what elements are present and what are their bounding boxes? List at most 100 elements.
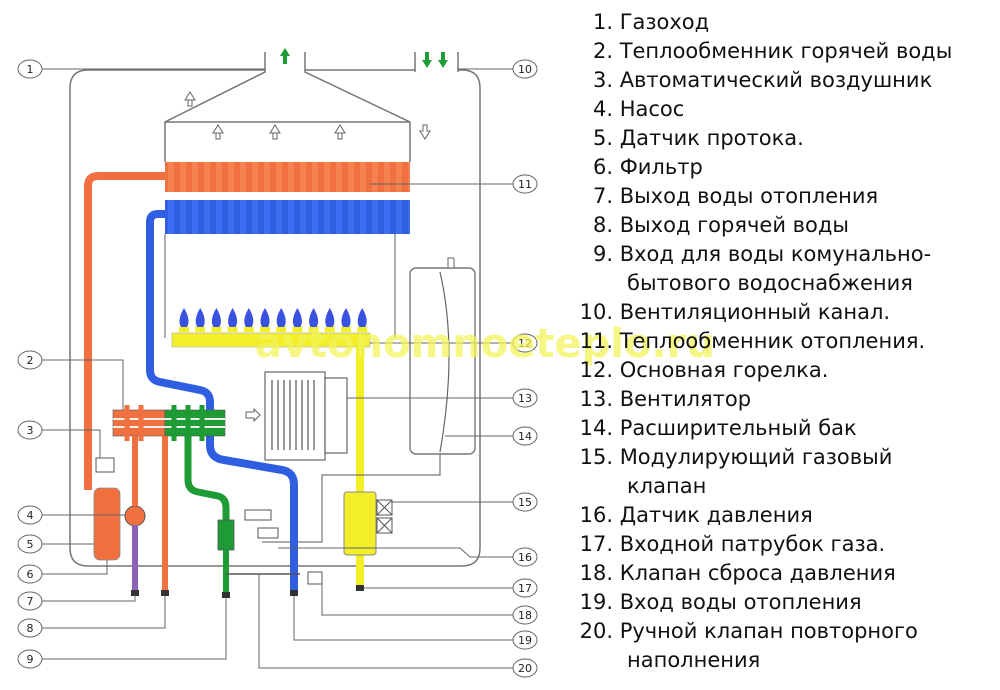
callout-leader-16 — [278, 547, 513, 558]
legend-text: Модулирующий газовый — [619, 445, 893, 469]
legend-text-continued: наполнения — [627, 648, 761, 672]
callout-leader-20 — [258, 574, 513, 669]
callout-12: 12 — [512, 333, 538, 353]
callout-number: 6 — [27, 568, 34, 581]
callout-number: 14 — [518, 430, 532, 443]
air-intake-arrow-icon — [422, 52, 448, 68]
heating-heat-exchanger — [165, 162, 410, 192]
callout-17: 17 — [512, 578, 538, 598]
heating-flow-pipe — [84, 172, 165, 490]
flame-icon — [243, 308, 254, 332]
legend-number: 8. — [592, 213, 613, 237]
legend-item: 3. Автоматический воздушник — [575, 66, 995, 95]
legend-item: 16. Датчик давления — [575, 501, 995, 530]
legend-item: 19. Вход воды отопления — [575, 588, 995, 617]
bottom-connectors — [131, 585, 364, 598]
legend-item: 5. Датчик протока. — [575, 124, 995, 153]
pressure-sensor-line — [262, 454, 441, 543]
callout-number: 1 — [27, 63, 34, 76]
callout-number: 17 — [518, 582, 532, 595]
callout-18: 18 — [512, 605, 538, 625]
legend-text: Ручной клапан повторного — [619, 619, 918, 643]
legend-text-continued: бытового водоснабжения — [627, 271, 913, 295]
legend-text: Вентиляционный канал. — [619, 300, 891, 324]
callout-20: 20 — [512, 658, 538, 678]
legend-number: 3. — [592, 68, 613, 92]
filter — [93, 487, 121, 561]
legend-text: Автоматический воздушник — [619, 68, 933, 92]
callout-10: 10 — [512, 59, 538, 79]
flame-icon — [341, 308, 351, 332]
fan — [264, 371, 348, 461]
legend-text: Газоход — [619, 10, 710, 34]
flame-icon — [357, 308, 368, 332]
legend-number: 12. — [579, 358, 613, 382]
return-pipe — [146, 210, 298, 590]
callout-13: 13 — [512, 388, 538, 408]
flame-icon — [227, 308, 238, 332]
flame-icon — [211, 308, 222, 332]
pump — [124, 505, 146, 527]
callout-number: 10 — [518, 63, 532, 76]
callout-1: 1 — [17, 59, 43, 79]
callout-3: 3 — [17, 420, 43, 440]
air-vent — [95, 457, 115, 473]
callout-number: 8 — [27, 622, 34, 635]
flow-sensor — [217, 519, 235, 551]
legend-text: Теплообменник отопления. — [619, 329, 926, 353]
flame-icon — [195, 308, 206, 332]
legend-text: Выход горячей воды — [619, 213, 849, 237]
legend-number: 1. — [592, 10, 613, 34]
flue-exhaust-arrow-icon — [280, 48, 290, 64]
legend-text-continued: клапан — [627, 474, 707, 498]
callout-number: 5 — [27, 538, 34, 551]
callout-7: 7 — [17, 591, 43, 611]
dhw-plate-exchanger — [112, 405, 226, 441]
flue-hood — [164, 52, 411, 162]
main-burner — [171, 332, 371, 348]
dhw-inlet-pipe — [184, 436, 230, 520]
legend-item: 9. Вход для воды комунально-бытового вод… — [575, 240, 995, 298]
callout-number: 3 — [27, 424, 34, 437]
legend-item: 12. Основная горелка. — [575, 356, 995, 385]
callout-number: 19 — [518, 634, 532, 647]
callout-leader-18 — [321, 584, 513, 616]
legend-item: 7. Выход воды отопления — [575, 182, 995, 211]
hot-water-heat-exchanger — [165, 200, 410, 234]
flame-icon — [308, 308, 319, 332]
legend-number: 10. — [579, 300, 613, 324]
callout-number: 11 — [518, 178, 532, 191]
legend-number: 15. — [579, 445, 613, 469]
legend-item: 1. Газоход — [575, 8, 995, 37]
callout-16: 16 — [512, 547, 538, 567]
callout-leader-3 — [42, 429, 101, 458]
legend-text: Насос — [619, 97, 685, 121]
flame-icon — [324, 308, 335, 332]
callout-15: 15 — [512, 492, 538, 512]
legend-text: Выход воды отопления — [619, 184, 879, 208]
callout-number: 16 — [518, 551, 532, 564]
legend-item: 15. Модулирующий газовый клапан — [575, 443, 995, 501]
legend-text: Датчик давления — [619, 503, 813, 527]
legend-number: 13. — [579, 387, 613, 411]
gas-valve-coils — [376, 499, 393, 534]
legend-number: 4. — [592, 97, 613, 121]
legend-text: Теплообменник горячей воды — [619, 39, 953, 63]
legend-item: 8. Выход горячей воды — [575, 211, 995, 240]
callout-leader-9 — [42, 598, 227, 660]
callout-number: 7 — [27, 595, 34, 608]
flame-icon — [292, 308, 303, 332]
callout-6: 6 — [17, 564, 43, 584]
callout-number: 20 — [518, 662, 532, 675]
legend-number: 18. — [579, 561, 613, 585]
legend-item: 18. Клапан сброса давления — [575, 559, 995, 588]
pressure-relief-valve — [307, 571, 323, 585]
callout-11: 11 — [512, 174, 538, 194]
flame-icon — [276, 308, 287, 332]
legend-text: Входной патрубок газа. — [619, 532, 886, 556]
legend-item: 2. Теплообменник горячей воды — [575, 37, 995, 66]
